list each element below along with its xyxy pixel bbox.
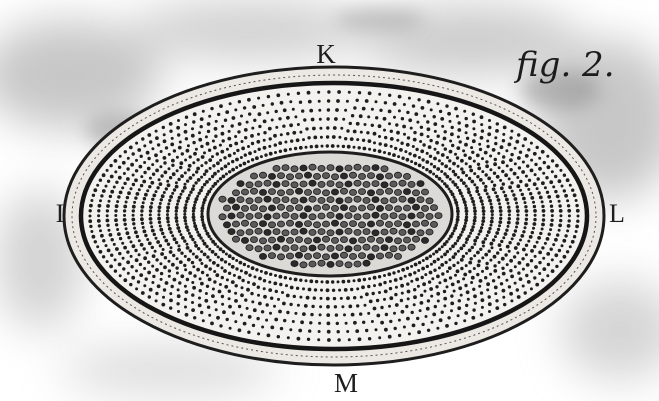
label-i: I xyxy=(56,199,65,228)
label-k: K xyxy=(316,39,336,69)
figure-caption: fig. 2. xyxy=(513,45,615,85)
label-m: M xyxy=(334,368,358,398)
label-l: L xyxy=(609,199,625,228)
